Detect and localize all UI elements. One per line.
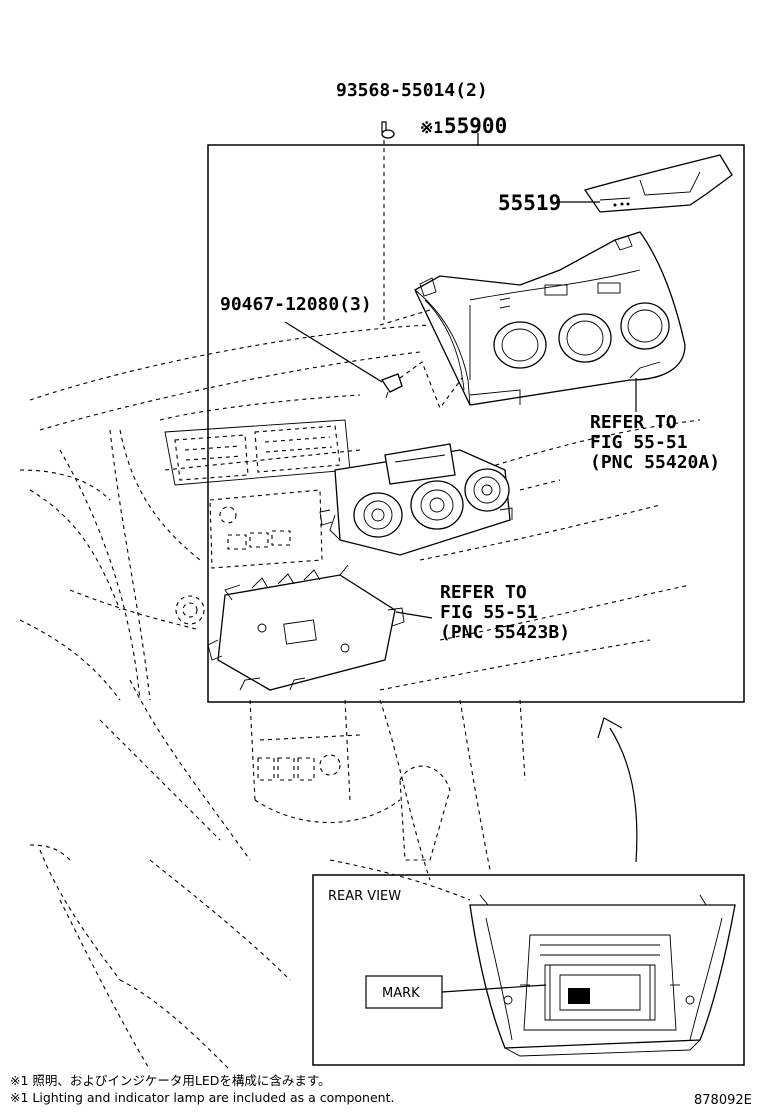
upper-reference-line3: (PNC 55420A) [590,452,720,473]
heater-control-unit-drawing [319,443,513,556]
rear-view-arrow [597,717,638,863]
rear-view-title: REAR VIEW [328,889,401,904]
screw-drawing [381,121,395,320]
leader-lines [284,133,637,619]
assembly-mark: ※1 [420,118,443,137]
control-panel-bezel-drawing [414,231,686,406]
dashboard-vents [164,419,351,569]
cover-part-number: 55519 [498,191,561,215]
screw-part-number: 93568-55014(2) [336,80,488,101]
rear-view-drawing [469,894,736,1057]
lower-reference-line3: (PNC 55423B) [440,622,570,643]
assembly-outline-box [207,144,745,703]
footnote-english: ※1 Lighting and indicator lamp are inclu… [10,1090,394,1105]
control-bracket-drawing [207,564,405,691]
mark-leader-line [441,984,547,993]
upper-reference-line2: FIG 55-51 [590,432,688,453]
cover-55519-drawing [583,154,733,213]
clip-part-number: 90467-12080(3) [220,294,372,315]
diagram-id: 878092E [694,1093,752,1108]
dashboard-illustration [19,324,701,1071]
mark-label: MARK [382,986,420,1001]
upper-reference-line1: REFER TO [590,412,677,433]
rear-view-box [312,874,745,1066]
footnote-japanese: ※1 照明、およびインジケータ用LEDを構成に含みます。 [10,1073,331,1088]
lower-reference-line2: FIG 55-51 [440,602,538,623]
lower-reference-line1: REFER TO [440,582,527,603]
assembly-part-number: 55900 [444,114,507,138]
clip-drawing [379,309,463,410]
